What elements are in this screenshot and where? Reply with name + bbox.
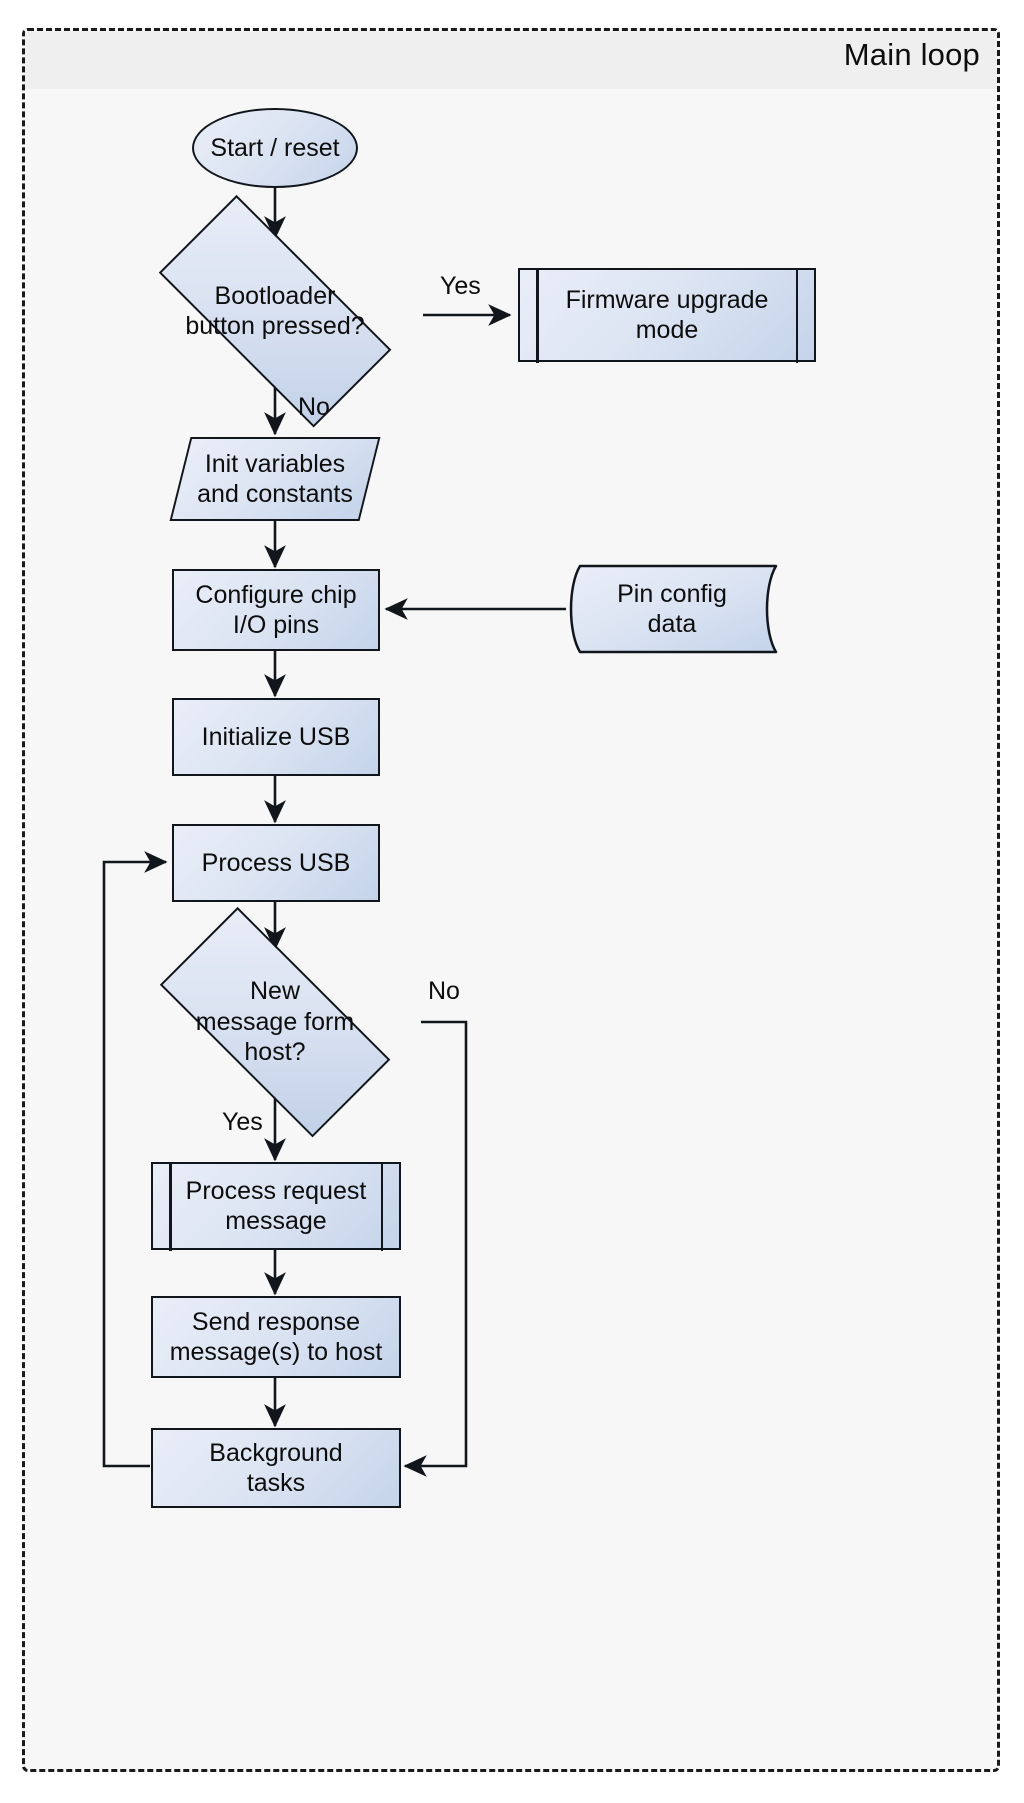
stored-data-shape (569, 564, 778, 654)
node-background-tasks[interactable]: Background tasks (151, 1428, 401, 1508)
edge-label-no-bootloader: No (298, 393, 330, 421)
node-label-line1: Background (209, 1438, 343, 1467)
node-label-line1: Bootloader (214, 281, 336, 310)
node-init-variables[interactable]: Init variables and constants (169, 437, 381, 521)
node-label-line2: I/O pins (232, 611, 320, 639)
node-label-line2: mode (635, 316, 699, 344)
subprocess-bar-right (380, 1161, 383, 1251)
node-initialize-usb[interactable]: Initialize USB (172, 698, 380, 776)
subprocess-bar-left (536, 267, 539, 363)
node-label-line2: message(s) to host (169, 1338, 383, 1366)
node-bootloader-decision[interactable]: Bootloader button pressed? (127, 194, 423, 428)
node-label-line1: Pin config (617, 579, 727, 608)
edge-label-yes-message: Yes (222, 1108, 263, 1136)
node-pin-config-data[interactable]: Pin config data (566, 564, 778, 654)
node-label-line2: and constants (197, 480, 353, 508)
node-label: Process USB (201, 848, 351, 877)
node-process-usb[interactable]: Process USB (172, 824, 380, 902)
node-label-line1: Init variables (204, 449, 346, 478)
node-label-line2: message form (195, 1007, 355, 1036)
node-new-message-decision[interactable]: New message form host? (129, 906, 421, 1138)
node-label-line1: Send response (191, 1307, 361, 1336)
node-label-line2: button pressed? (185, 312, 365, 340)
edge-label-yes-bootloader: Yes (440, 272, 481, 300)
node-label: Start / reset (210, 133, 340, 162)
node-label-line1: Process request (185, 1176, 367, 1205)
subprocess-bar-left (169, 1161, 172, 1251)
node-label-line1: Firmware upgrade (565, 285, 769, 314)
edge-label-no-message: No (428, 977, 460, 1005)
node-label-line2: message (225, 1207, 327, 1235)
node-firmware-upgrade-mode[interactable]: Firmware upgrade mode (518, 267, 816, 363)
frame-header-band (25, 31, 997, 89)
node-start-reset[interactable]: Start / reset (192, 108, 358, 188)
page-title: Main loop (843, 37, 980, 72)
node-label: Initialize USB (201, 722, 351, 751)
subprocess-bar-right (795, 267, 798, 363)
node-label-line3: host? (244, 1038, 306, 1067)
node-label-line1: New (249, 977, 300, 1006)
node-label-line2: tasks (246, 1469, 306, 1497)
node-label-line1: Configure chip (195, 580, 357, 609)
node-send-response-message[interactable]: Send response message(s) to host (151, 1296, 401, 1378)
node-label-line2: data (647, 610, 697, 638)
node-configure-io-pins[interactable]: Configure chip I/O pins (172, 569, 380, 651)
node-process-request-message[interactable]: Process request message (151, 1161, 401, 1251)
